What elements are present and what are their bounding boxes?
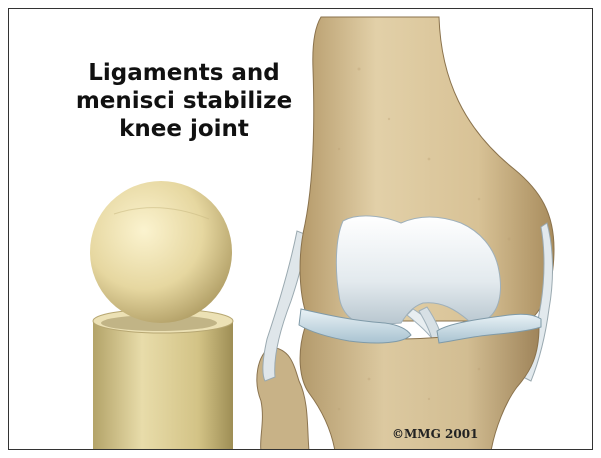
slide-frame: Ligaments and menisci stabilize knee joi…	[8, 8, 593, 450]
ball-model-icon	[90, 181, 232, 331]
title-line-2: menisci stabilize	[44, 87, 324, 115]
title-line-3: knee joint	[44, 115, 324, 143]
copyright-label: ©MMG 2001	[392, 427, 478, 441]
title-line-1: Ligaments and	[44, 59, 324, 87]
